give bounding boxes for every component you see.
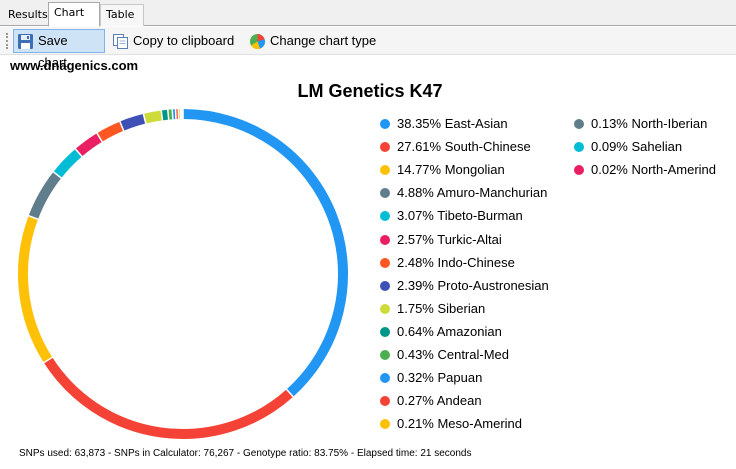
legend-item-amuro-manchurian[interactable]: 4.88% Amuro-Manchurian bbox=[380, 184, 547, 202]
legend-item-mongolian[interactable]: 14.77% Mongolian bbox=[380, 161, 505, 179]
legend-dot bbox=[380, 142, 390, 153]
legend-item-amazonian[interactable]: 0.64% Amazonian bbox=[380, 323, 502, 341]
status-footer: SNPs used: 63,873 - SNPs in Calculator: … bbox=[19, 448, 472, 459]
legend-dot bbox=[380, 165, 390, 176]
slice-separator bbox=[171, 104, 174, 125]
slice-east-asian[interactable] bbox=[182, 109, 348, 397]
legend-dot bbox=[380, 373, 390, 384]
slice-separator bbox=[177, 104, 180, 125]
slice-south-chinese[interactable] bbox=[43, 357, 294, 439]
slice-proto-austronesian[interactable] bbox=[119, 113, 146, 131]
legend-item-tibeto-burman[interactable]: 3.07% Tibeto-Burman bbox=[380, 207, 523, 225]
save-chart-label: Save chart bbox=[38, 33, 68, 70]
legend-item-meso-amerind[interactable]: 0.21% Meso-Amerind bbox=[380, 415, 522, 433]
legend-label: 1.75% Siberian bbox=[397, 300, 486, 316]
legend-item-proto-austronesian[interactable]: 2.39% Proto-Austronesian bbox=[380, 277, 549, 295]
legend-label: 14.77% Mongolian bbox=[397, 162, 505, 178]
legend-label: 2.57% Turkic-Altai bbox=[397, 231, 502, 247]
tab-results[interactable]: Results bbox=[8, 8, 48, 21]
chart-title: LM Genetics K47 bbox=[297, 81, 443, 101]
tab-chart[interactable]: Chart bbox=[48, 2, 100, 27]
legend-item-siberian[interactable]: 1.75% Siberian bbox=[380, 300, 485, 318]
legend-dot bbox=[574, 119, 584, 129]
slice-separator bbox=[159, 105, 164, 126]
slice-separator bbox=[23, 213, 43, 222]
slice-mongolian[interactable] bbox=[18, 215, 53, 363]
legend-item-north-amerind[interactable]: 0.02% North-Amerind bbox=[574, 161, 716, 179]
legend-item-turkic-altai[interactable]: 2.57% Turkic-Altai bbox=[380, 231, 502, 249]
legend-label: 0.32% Papuan bbox=[397, 370, 483, 386]
tab-table[interactable]: Table bbox=[100, 4, 144, 26]
legend-dot bbox=[380, 350, 390, 360]
legend-label: 38.35% East-Asian bbox=[397, 116, 508, 131]
legend-item-andean[interactable]: 0.27% Andean bbox=[380, 392, 482, 410]
legend-label: 3.07% Tibeto-Burman bbox=[397, 208, 523, 224]
legend-label: 0.27% Andean bbox=[397, 393, 482, 409]
legend-label: 0.43% Central-Med bbox=[397, 347, 509, 362]
legend-label: 0.64% Amazonian bbox=[397, 323, 502, 339]
save-chart-button[interactable]: Save chart bbox=[13, 29, 105, 70]
legend-item-central-med[interactable]: 0.43% Central-Med bbox=[380, 346, 509, 364]
toolbar-grip[interactable] bbox=[6, 33, 9, 49]
legend-label: 2.48% Indo-Chinese bbox=[397, 254, 515, 270]
legend-dot bbox=[380, 119, 390, 129]
legend-dot bbox=[380, 280, 390, 291]
slice-amuro-manchurian[interactable] bbox=[28, 171, 62, 220]
legend-dot bbox=[380, 257, 390, 268]
slice-siberian[interactable] bbox=[143, 110, 163, 124]
legend-item-sahelian[interactable]: 0.09% Sahelian bbox=[574, 138, 682, 156]
legend-label: 4.88% Amuro-Manchurian bbox=[397, 185, 548, 201]
copy-to-clipboard-button[interactable]: Copy to clipboard bbox=[108, 29, 242, 53]
slice-separator bbox=[166, 104, 170, 125]
legend-dot bbox=[380, 188, 390, 199]
legend-label: 0.02% North-Amerind bbox=[591, 162, 716, 178]
legend-item-east-asian[interactable]: 38.35% East-Asian bbox=[380, 115, 508, 133]
slice-separator bbox=[49, 168, 66, 182]
legend-label: 2.39% Proto-Austronesian bbox=[397, 277, 549, 293]
slice-separator bbox=[71, 144, 86, 161]
site-url: www.dnagenics.com bbox=[10, 58, 139, 73]
legend-dot bbox=[380, 303, 390, 314]
copy-icon bbox=[113, 34, 128, 49]
copy-to-clipboard-label: Copy to clipboard bbox=[133, 33, 235, 48]
slice-separator bbox=[39, 353, 57, 366]
save-icon bbox=[18, 34, 33, 49]
tab-strip: Results Chart Table bbox=[0, 0, 736, 27]
legend-dot bbox=[380, 326, 390, 337]
slice-amazonian[interactable] bbox=[161, 109, 169, 121]
legend-label: 0.13% North-Iberian bbox=[591, 116, 708, 131]
slice-indo-chinese[interactable] bbox=[96, 121, 124, 142]
legend-item-papuan[interactable]: 0.32% Papuan bbox=[380, 369, 482, 387]
legend-label: 0.21% Meso-Amerind bbox=[397, 416, 522, 432]
toolbar: Save chart Copy to clipboard Change char… bbox=[0, 27, 736, 70]
change-chart-type-label: Change chart type bbox=[270, 33, 377, 48]
legend-dot bbox=[380, 396, 390, 407]
legend-item-indo-chinese[interactable]: 2.48% Indo-Chinese bbox=[380, 254, 515, 272]
slice-separator bbox=[141, 108, 148, 129]
legend-item-north-iberian[interactable]: 0.13% North-Iberian bbox=[574, 115, 707, 133]
pie-chart-icon bbox=[250, 34, 265, 50]
slice-separator bbox=[174, 104, 177, 125]
legend-dot bbox=[380, 234, 390, 245]
slice-separator bbox=[93, 128, 106, 147]
legend-label: 27.61% South-Chinese bbox=[397, 139, 531, 155]
legend-dot bbox=[574, 165, 584, 176]
slice-separator bbox=[117, 116, 127, 136]
slice-tibeto-burman[interactable] bbox=[53, 148, 83, 179]
change-chart-type-button[interactable]: Change chart type bbox=[245, 29, 383, 53]
legend-dot bbox=[380, 419, 390, 430]
legend-item-south-chinese[interactable]: 27.61% South-Chinese bbox=[380, 138, 531, 156]
slice-separator bbox=[282, 385, 298, 402]
slice-turkic-altai[interactable] bbox=[75, 133, 103, 157]
legend-label: 0.09% Sahelian bbox=[591, 139, 683, 155]
legend-dot bbox=[380, 211, 390, 222]
legend-dot bbox=[574, 142, 584, 153]
